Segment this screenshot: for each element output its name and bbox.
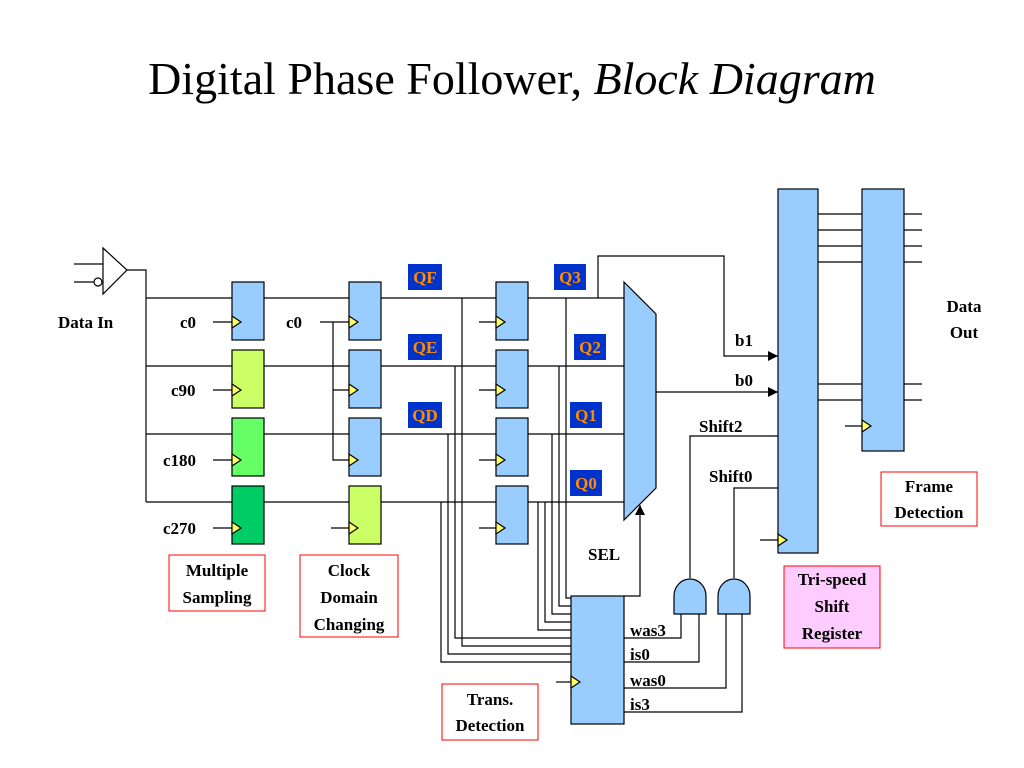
label-q1: Q1 (575, 406, 597, 425)
sampler-c90 (231, 349, 265, 409)
label-shift0: Shift0 (709, 467, 752, 486)
label-data-in: Data In (58, 313, 114, 332)
label-was3: was3 (630, 621, 666, 640)
mux (623, 280, 657, 522)
sampler-c180 (231, 417, 265, 477)
svg-text:Detection: Detection (895, 503, 964, 522)
svg-text:Multiple: Multiple (186, 561, 249, 580)
label-q3: Q3 (559, 268, 581, 287)
label-c180: c180 (163, 451, 196, 470)
svg-text:Domain: Domain (320, 588, 378, 607)
svg-text:Tri-speed: Tri-speed (798, 570, 867, 589)
label-qf: QF (413, 268, 437, 287)
label-q2: Q2 (579, 338, 601, 357)
label-c270: c270 (163, 519, 196, 538)
svg-text:Clock: Clock (328, 561, 371, 580)
label-c0-domain: c0 (286, 313, 302, 332)
label-b1: b1 (735, 331, 753, 350)
label-q0: Q0 (575, 474, 597, 493)
label-was0: was0 (630, 671, 666, 690)
label-qd: QD (412, 406, 438, 425)
svg-text:Shift: Shift (815, 597, 850, 616)
q-registers (495, 281, 529, 545)
svg-text:Detection: Detection (456, 716, 525, 735)
wires (74, 213, 922, 713)
and-gate-shift0 (717, 578, 751, 615)
title-emphasis: Block Diagram (593, 53, 876, 104)
label-b0: b0 (735, 371, 753, 390)
caption-trans-detection: Trans. Detection (441, 683, 539, 741)
caption-frame-detection: Frame Detection (880, 471, 978, 527)
label-data-out-2: Out (950, 323, 979, 342)
input-buffer (93, 246, 128, 296)
multiple-sampling-registers (231, 281, 265, 545)
label-data-out-1: Data (947, 297, 982, 316)
trans-detection-block (570, 595, 625, 725)
frame-register (861, 188, 905, 452)
caption-multiple-sampling: Multiple Sampling (168, 554, 266, 612)
svg-text:Trans.: Trans. (467, 690, 513, 709)
label-c90: c90 (171, 381, 196, 400)
sampler-c0 (231, 281, 265, 341)
arrowheads (635, 351, 778, 515)
title-main: Digital Phase Follower, (148, 53, 594, 104)
label-c0-sampling: c0 (180, 313, 196, 332)
label-sel: SEL (588, 545, 620, 564)
label-qe: QE (413, 338, 438, 357)
sampler-c270 (231, 485, 265, 545)
svg-text:Frame: Frame (905, 477, 954, 496)
label-is3: is3 (630, 695, 650, 714)
caption-clock-domain: Clock Domain Changing (299, 554, 399, 638)
svg-text:Register: Register (802, 624, 863, 643)
label-shift2: Shift2 (699, 417, 742, 436)
tri-speed-shift-register (777, 188, 819, 554)
and-gate-shift2 (673, 578, 707, 615)
label-is0: is0 (630, 645, 650, 664)
and-gates (673, 578, 751, 615)
q-labels: QF QE QD Q3 Q2 Q1 Q0 (408, 264, 606, 496)
page-title: Digital Phase Follower, Block Diagram (0, 52, 1024, 105)
svg-text:Changing: Changing (314, 615, 385, 634)
clock-domain-registers (348, 281, 382, 545)
svg-text:Sampling: Sampling (183, 588, 252, 607)
signal-labels: Data In c0 c0 c90 c180 c270 b1 b0 Shift2… (58, 297, 982, 714)
caption-tri-speed: Tri-speed Shift Register (783, 565, 881, 649)
